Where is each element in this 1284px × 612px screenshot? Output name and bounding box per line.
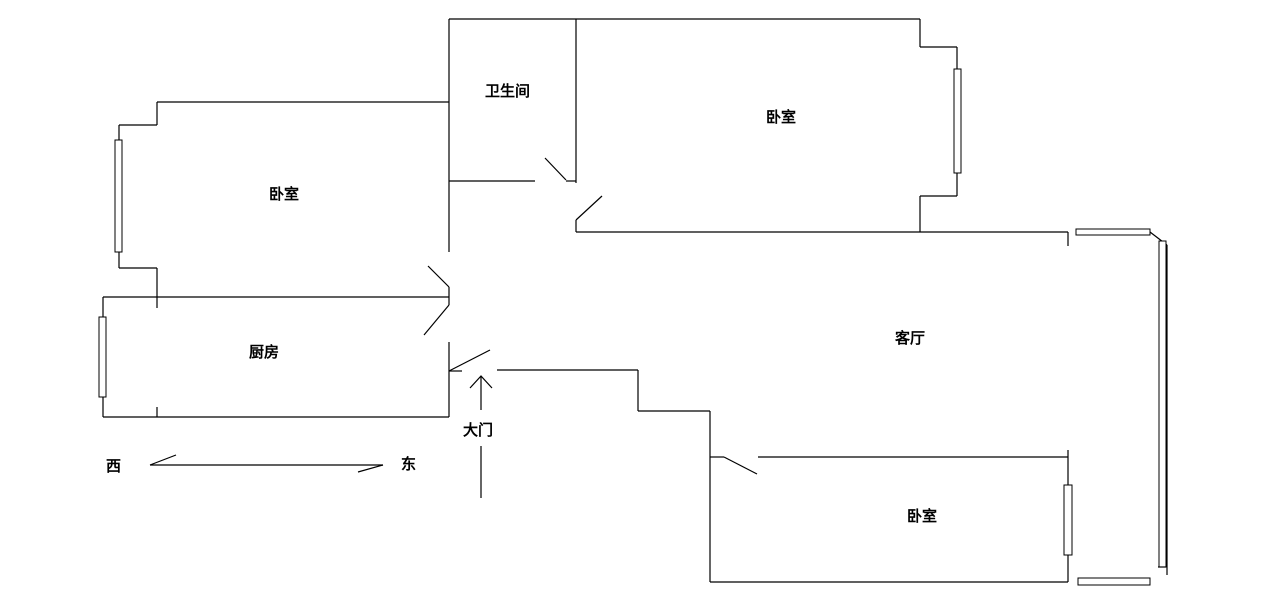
windows (98, 68, 1167, 586)
door-swing (575, 195, 603, 221)
walls (102, 18, 1168, 583)
window (1075, 228, 1151, 236)
living-room-label: 客厅 (894, 329, 925, 347)
window (1077, 577, 1151, 586)
doors (423, 157, 758, 475)
window (1158, 240, 1167, 568)
window (1063, 484, 1073, 556)
bedroom-north-label: 卧室 (766, 108, 796, 126)
door-swing (448, 349, 491, 372)
door-swing (544, 157, 567, 181)
bedroom-south-label: 卧室 (907, 507, 937, 525)
compass-arrow-icon (149, 454, 384, 473)
bedroom-west-label: 卧室 (269, 185, 299, 203)
compass-east-label: 东 (401, 455, 416, 473)
window (953, 68, 962, 174)
bathroom-label: 卫生间 (485, 82, 530, 100)
compass-west-label: 西 (106, 457, 121, 475)
entrance-arrow-icon (469, 375, 493, 498)
door-swing (723, 456, 758, 475)
window (114, 139, 123, 253)
kitchen-label: 厨房 (249, 343, 279, 361)
door-swing (427, 265, 450, 288)
entrance-label: 大门 (463, 421, 493, 439)
window (98, 316, 107, 398)
door-swing (423, 304, 450, 336)
